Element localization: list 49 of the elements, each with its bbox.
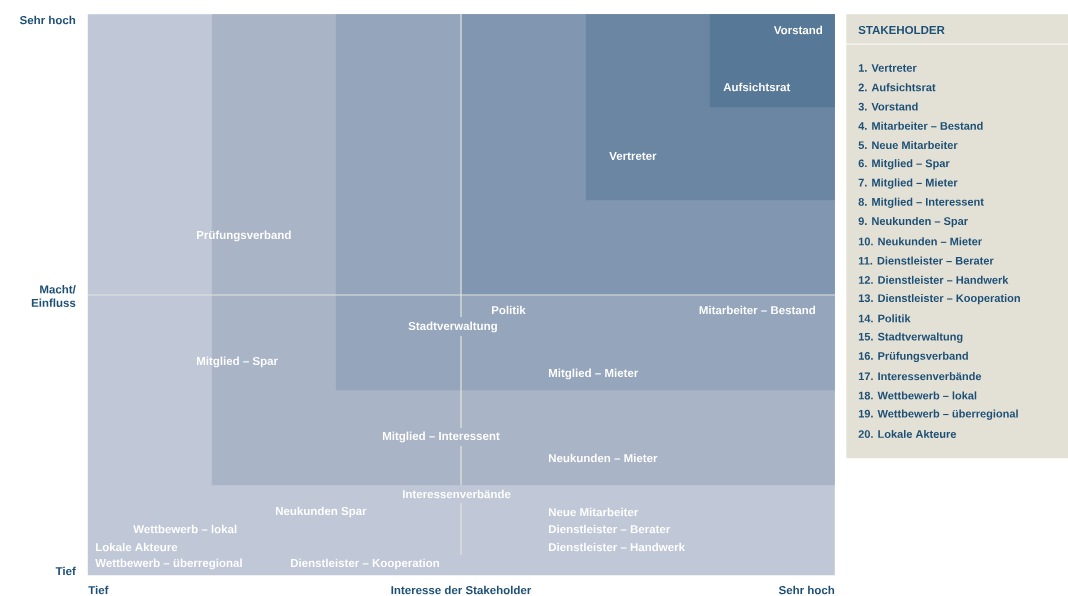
legend-item: 8. Mitglied – Interessent xyxy=(858,197,984,208)
legend-item: 14. Politik xyxy=(858,314,911,323)
stakeholder-label: Politik xyxy=(492,305,526,315)
axis-label: Interesse der Stakeholder xyxy=(391,585,532,595)
legend-item: 4. Mitarbeiter – Bestand xyxy=(858,121,983,130)
stakeholder-label: Mitglied – Spar xyxy=(197,356,278,368)
legend-item: 3. Vorstand xyxy=(858,102,918,111)
stakeholder-label: Mitglied – Interessent xyxy=(383,431,500,443)
stakeholder-label: Vertreter xyxy=(609,152,657,160)
legend-item: 17. Interessenverbände xyxy=(858,372,982,381)
stakeholder-label: Neue Mitarbeiter xyxy=(549,507,639,517)
legend-heading: STAKEHOLDER xyxy=(858,25,945,35)
stakeholder-label: Prüfungsverband xyxy=(197,230,291,242)
axis-label: Macht/ Einfluss xyxy=(31,285,76,307)
axis-label: Tief xyxy=(55,566,76,576)
stakeholder-label: Neukunden Spar xyxy=(276,506,367,518)
stakeholder-label: Aufsichtsrat xyxy=(723,82,791,92)
stakeholder-label: Neukunden – Mieter xyxy=(549,453,658,463)
legend-item: 9. Neukunden – Spar xyxy=(858,216,968,228)
stakeholder-label: Mitglied – Mieter xyxy=(549,368,639,380)
legend-item: 19. Wettbewerb – überregional xyxy=(858,409,1018,420)
legend-item: 20. Lokale Akteure xyxy=(858,429,957,438)
legend-panel xyxy=(846,14,1068,459)
stakeholder-label: Lokale Akteure xyxy=(96,542,178,552)
legend-item: 11. Dienstleister – Berater xyxy=(858,256,994,265)
legend-item: 7. Mitglied – Mieter xyxy=(858,178,958,189)
legend-item: 18. Wettbewerb – lokal xyxy=(858,391,977,400)
legend-item: 13. Dienstleister – Kooperation xyxy=(858,294,1020,305)
axis-label: Tief xyxy=(88,585,109,595)
legend-item: 12. Dienstleister – Handwerk xyxy=(858,275,1009,284)
legend-item: 10. Neukunden – Mieter xyxy=(858,237,982,246)
matrix-band xyxy=(709,14,835,108)
legend-item: 2. Aufsichtsrat xyxy=(858,83,936,92)
stakeholder-label: Wettbewerb – überregional xyxy=(95,558,242,570)
legend-item: 6. Mitglied – Spar xyxy=(858,159,950,170)
stakeholder-label: Dienstleister – Handwerk xyxy=(549,542,685,552)
stakeholder-label: Mitarbeiter – Bestand xyxy=(699,305,815,315)
stakeholder-label: Dienstleister – Berater xyxy=(549,524,671,534)
stakeholder-label: Wettbewerb – lokal xyxy=(133,524,237,534)
legend-item: 1. Vertreter xyxy=(858,64,917,72)
axis-label: Sehr hoch xyxy=(778,585,835,595)
legend-item: 16. Prüfungsverband xyxy=(858,351,968,363)
stakeholder-label: Vorstand xyxy=(773,25,823,35)
stakeholder-label: Stadtverwaltung xyxy=(408,321,497,333)
stakeholder-label: Interessenverbände xyxy=(403,489,511,499)
stakeholder-label: Dienstleister – Kooperation xyxy=(291,558,439,570)
axis-label: Sehr hoch xyxy=(19,15,76,25)
legend-item: 15. Stadtverwaltung xyxy=(858,332,963,343)
legend-item: 5. Neue Mitarbeiter xyxy=(858,141,958,150)
